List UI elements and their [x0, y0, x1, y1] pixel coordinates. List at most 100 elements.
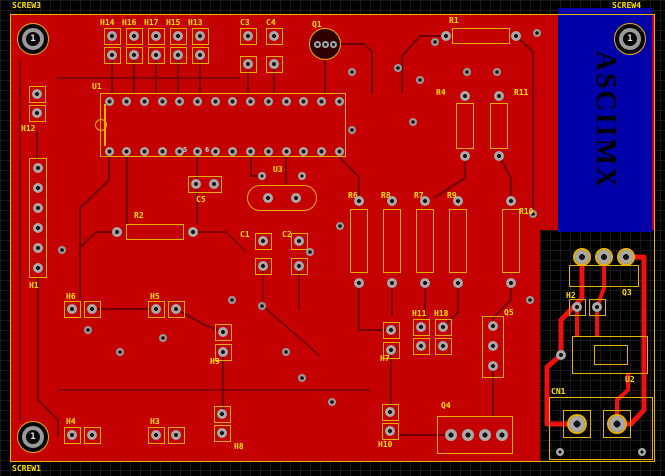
pad-h15[interactable]: [173, 50, 183, 60]
pad-h2[interactable]: [592, 302, 602, 312]
pad-u1[interactable]: [139, 96, 149, 106]
pad-u3[interactable]: [263, 193, 273, 203]
pad-u1[interactable]: [122, 96, 132, 106]
pad-r9[interactable]: [453, 196, 463, 206]
pad-h16[interactable]: [129, 31, 139, 41]
pad-u1[interactable]: [193, 146, 202, 156]
pad-h12[interactable]: [32, 89, 42, 99]
pad-cn1[interactable]: [556, 448, 564, 456]
pad-h14[interactable]: [107, 31, 117, 41]
pad-u1[interactable]: [210, 146, 220, 156]
pad-u1[interactable]: [263, 146, 273, 156]
pad-h1[interactable]: [33, 183, 43, 193]
pad-h4[interactable]: [87, 430, 97, 440]
pad-r2[interactable]: [112, 227, 122, 237]
pad-c4[interactable]: [269, 59, 279, 69]
pad-q4[interactable]: [445, 429, 457, 441]
pad-u1[interactable]: [281, 96, 291, 106]
pad-r10[interactable]: [506, 196, 516, 206]
pad-r11[interactable]: [494, 151, 504, 161]
pad-q4[interactable]: [496, 429, 508, 441]
pad-h3[interactable]: [151, 430, 161, 440]
pad-h1[interactable]: [33, 203, 43, 213]
pad-h6[interactable]: [67, 304, 77, 314]
pad-u1[interactable]: [104, 96, 114, 106]
trace[interactable]: [498, 155, 512, 201]
pad-h1[interactable]: [33, 243, 43, 253]
pad-r6[interactable]: [354, 196, 364, 206]
pad-q1[interactable]: [313, 40, 321, 48]
pad-r11[interactable]: [494, 91, 504, 101]
pad-h17[interactable]: [151, 31, 161, 41]
pad-h6[interactable]: [87, 304, 97, 314]
pad-q4[interactable]: [462, 429, 474, 441]
pad-cn1[interactable]: [609, 416, 625, 432]
pad-u1[interactable]: [175, 146, 185, 156]
pad-h18[interactable]: [438, 341, 448, 351]
pad-u1[interactable]: [228, 96, 238, 106]
pad-q5[interactable]: [488, 321, 498, 331]
pad-cn1[interactable]: [638, 448, 646, 456]
trace[interactable]: [615, 374, 630, 424]
pad-r9[interactable]: [453, 278, 463, 288]
pad-q5[interactable]: [488, 341, 498, 351]
pad-h1[interactable]: [33, 163, 43, 173]
trace[interactable]: [37, 276, 59, 436]
mounting-hole-top-right[interactable]: 1: [614, 23, 646, 55]
pad-q3[interactable]: [619, 250, 633, 264]
pad-h8[interactable]: [217, 428, 227, 438]
pad-c3[interactable]: [243, 59, 253, 69]
pad-r7[interactable]: [420, 278, 430, 288]
pad-h3[interactable]: [171, 430, 181, 440]
pad-r4[interactable]: [460, 151, 470, 161]
pad-r6[interactable]: [354, 278, 364, 288]
trace[interactable]: [544, 353, 577, 427]
pad-q3[interactable]: [597, 250, 611, 264]
trace[interactable]: [338, 156, 360, 201]
pad-u1[interactable]: [104, 146, 114, 156]
pad-c5[interactable]: [209, 179, 219, 189]
pad-q4[interactable]: [479, 429, 491, 441]
pad-u1[interactable]: [334, 146, 344, 156]
pad-h5[interactable]: [151, 304, 161, 314]
pad-u3[interactable]: [291, 193, 301, 203]
trace[interactable]: [193, 231, 247, 253]
pad-q1[interactable]: [329, 40, 337, 48]
trace[interactable]: [79, 231, 117, 249]
pad-h17[interactable]: [151, 50, 161, 60]
pad-u1[interactable]: [334, 96, 344, 106]
pad-c1[interactable]: [258, 236, 268, 246]
pad-h5[interactable]: [171, 304, 181, 314]
pad-u1[interactable]: [281, 146, 291, 156]
pad-u1[interactable]: [139, 146, 149, 156]
pad-h1[interactable]: [33, 223, 43, 233]
pad-h7[interactable]: [386, 345, 396, 355]
pad-h18[interactable]: [438, 322, 448, 332]
pad-q1[interactable]: [321, 40, 329, 48]
pad-u1[interactable]: [175, 96, 185, 106]
pad-h7[interactable]: [386, 325, 396, 335]
pad-u1[interactable]: [246, 146, 256, 156]
pad-r4[interactable]: [460, 91, 470, 101]
trace[interactable]: [433, 156, 466, 199]
pad-h2[interactable]: [572, 302, 582, 312]
trace[interactable]: [79, 157, 110, 300]
pad-u1[interactable]: [263, 96, 273, 106]
trace[interactable]: [401, 35, 446, 93]
pad-u1[interactable]: [299, 96, 309, 106]
pad-r7[interactable]: [420, 196, 430, 206]
pad-q5[interactable]: [488, 361, 498, 371]
pad-u1[interactable]: [246, 96, 256, 106]
pad-h8[interactable]: [217, 409, 227, 419]
trace[interactable]: [333, 43, 373, 93]
pad-u3[interactable]: [298, 172, 306, 180]
pad-u1[interactable]: [316, 146, 326, 156]
pad-u1[interactable]: [157, 146, 167, 156]
pad-h11[interactable]: [416, 341, 426, 351]
pad-u2[interactable]: [556, 350, 566, 360]
pad-c2[interactable]: [294, 261, 304, 271]
pad-r2[interactable]: [188, 227, 198, 237]
pad-r1[interactable]: [511, 31, 521, 41]
pad-r8[interactable]: [387, 278, 397, 288]
pad-h1[interactable]: [33, 263, 43, 273]
